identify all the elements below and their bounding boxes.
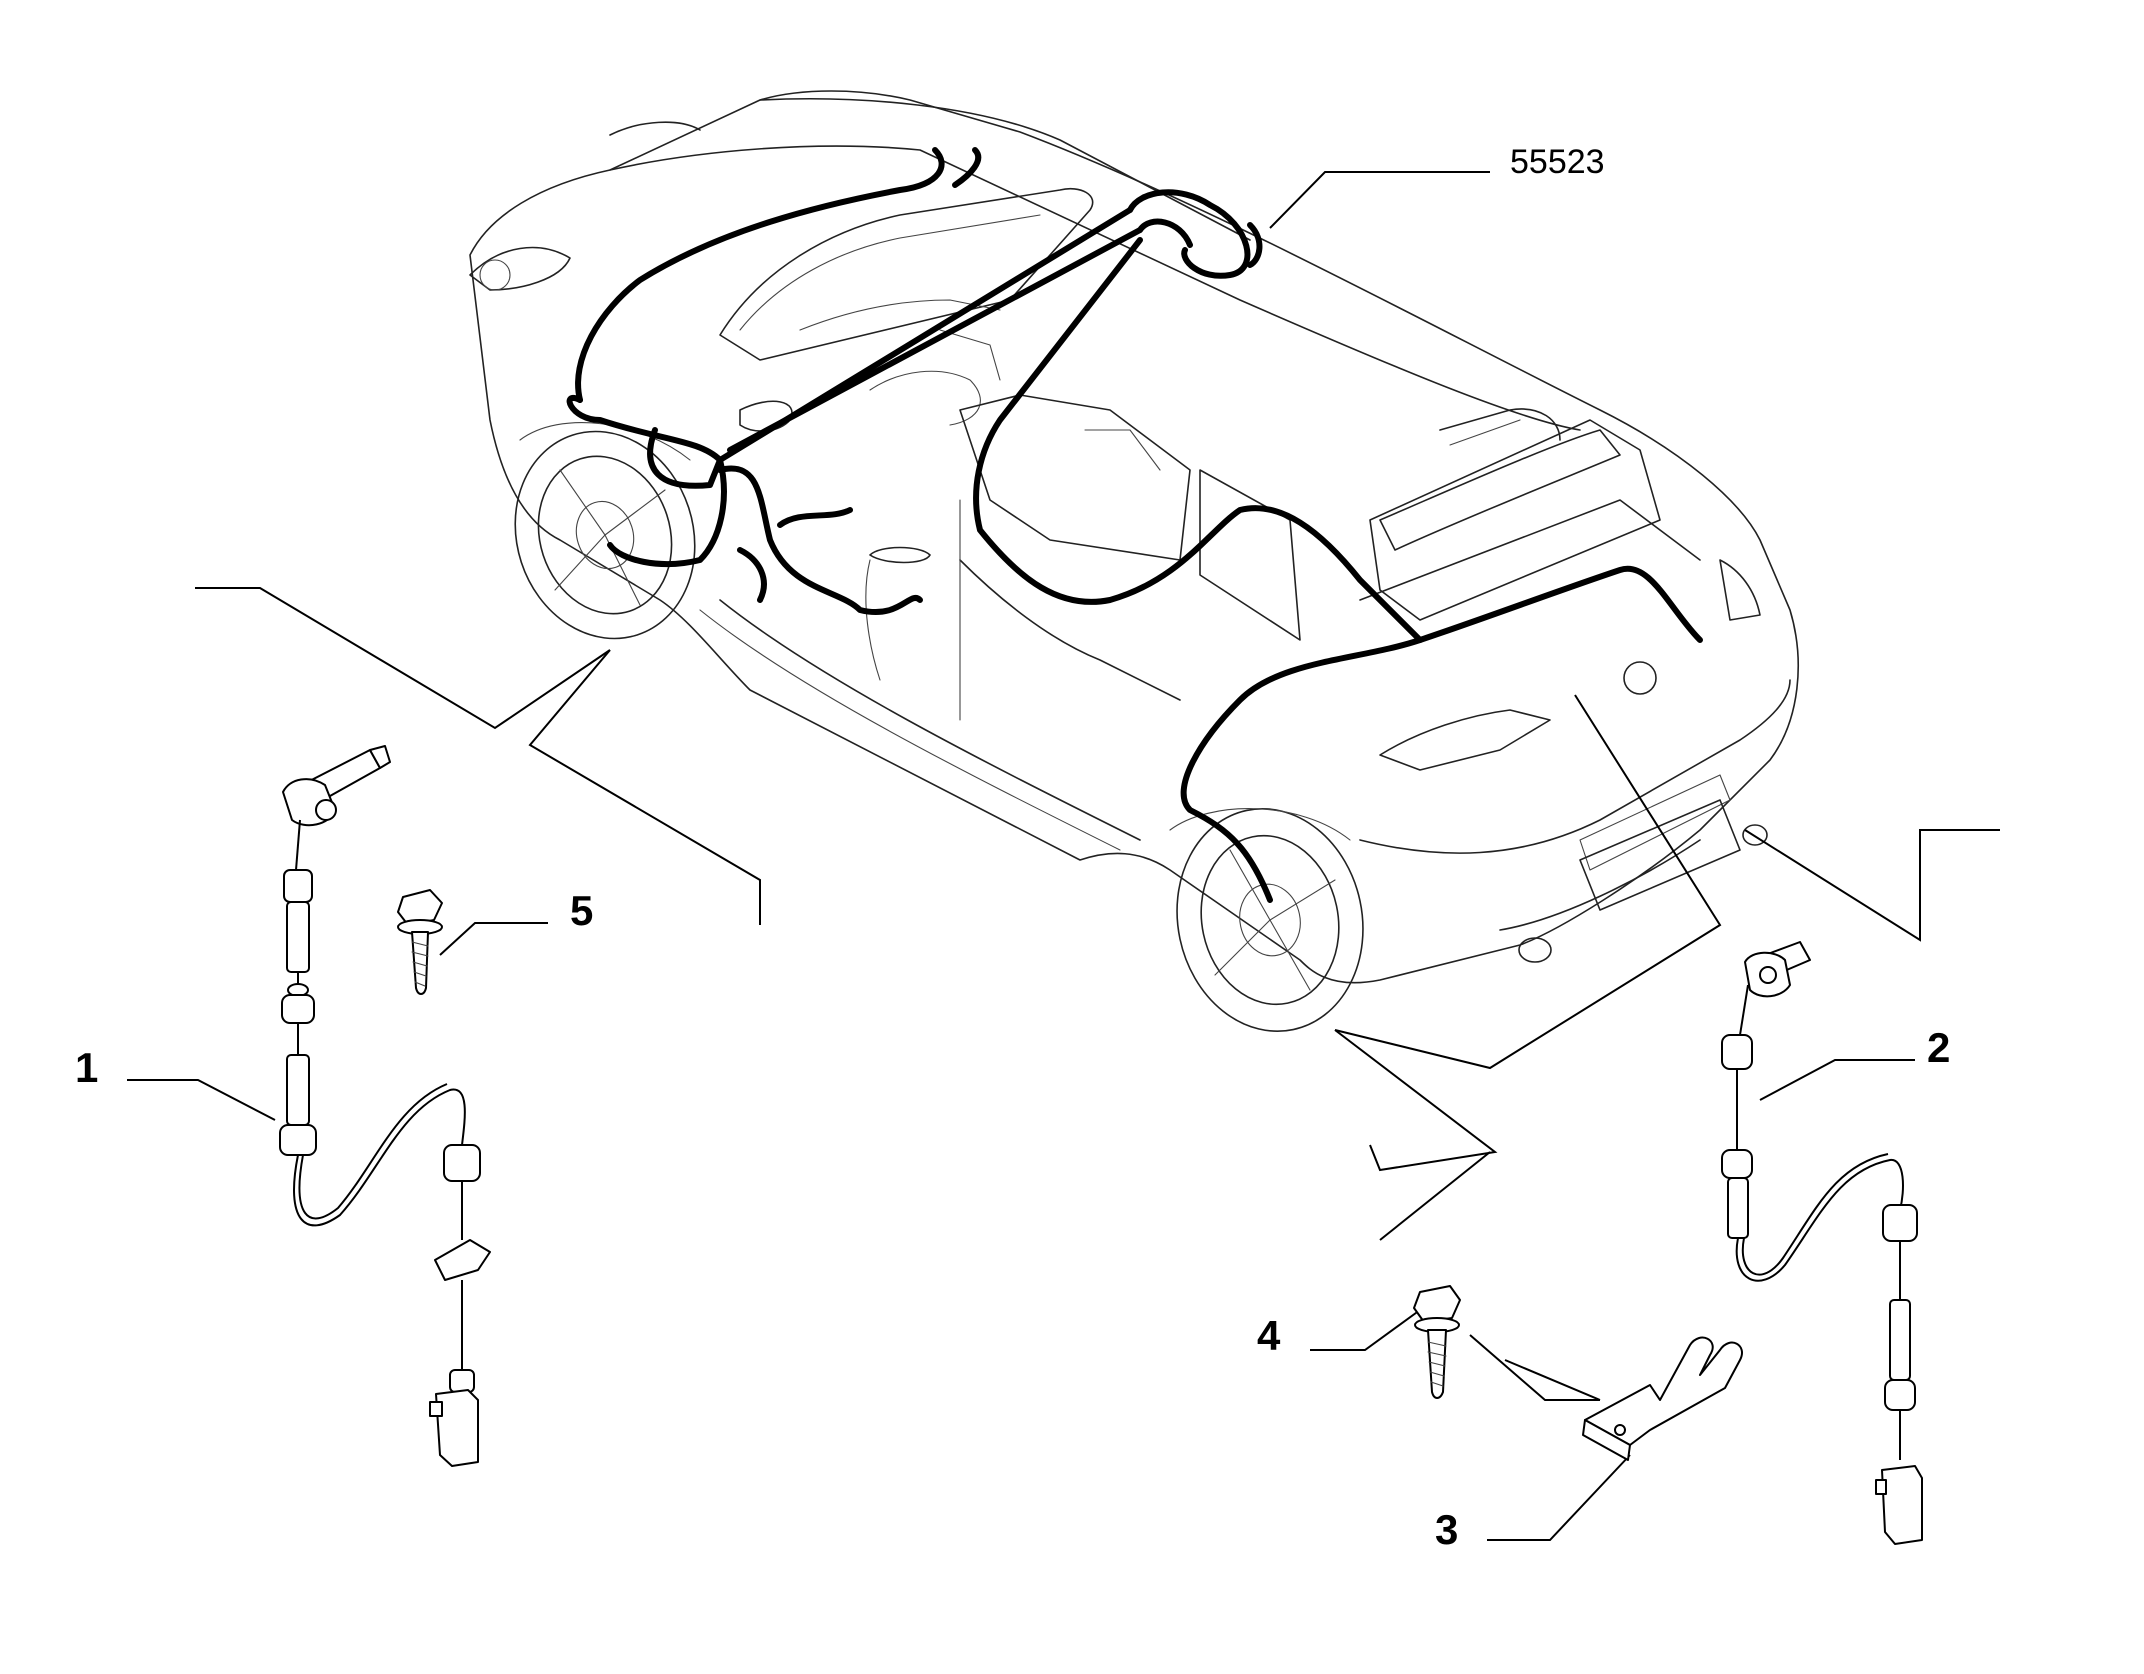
part-3-cable-bracket (1582, 1336, 1743, 1461)
front-wheel (514, 422, 696, 640)
leader-lines (127, 171, 2000, 1541)
wiring-harness (566, 147, 1703, 903)
callout-3: 3 (1435, 1506, 1458, 1553)
part-1-front-wheel-speed-sensor (279, 745, 491, 1467)
callout-5: 5 (570, 887, 593, 934)
part-5-bolt (397, 889, 443, 995)
callout-4: 4 (1257, 1312, 1281, 1359)
rear-wheel (1169, 807, 1364, 1033)
callout-2: 2 (1927, 1024, 1950, 1071)
part-4-bolt (1413, 1285, 1461, 1399)
callout-1: 1 (75, 1044, 98, 1091)
figure-reference-number: 55523 (1510, 143, 1605, 181)
part-2-rear-wheel-speed-sensor (1721, 941, 1923, 1545)
car-illustration (469, 90, 1799, 1033)
